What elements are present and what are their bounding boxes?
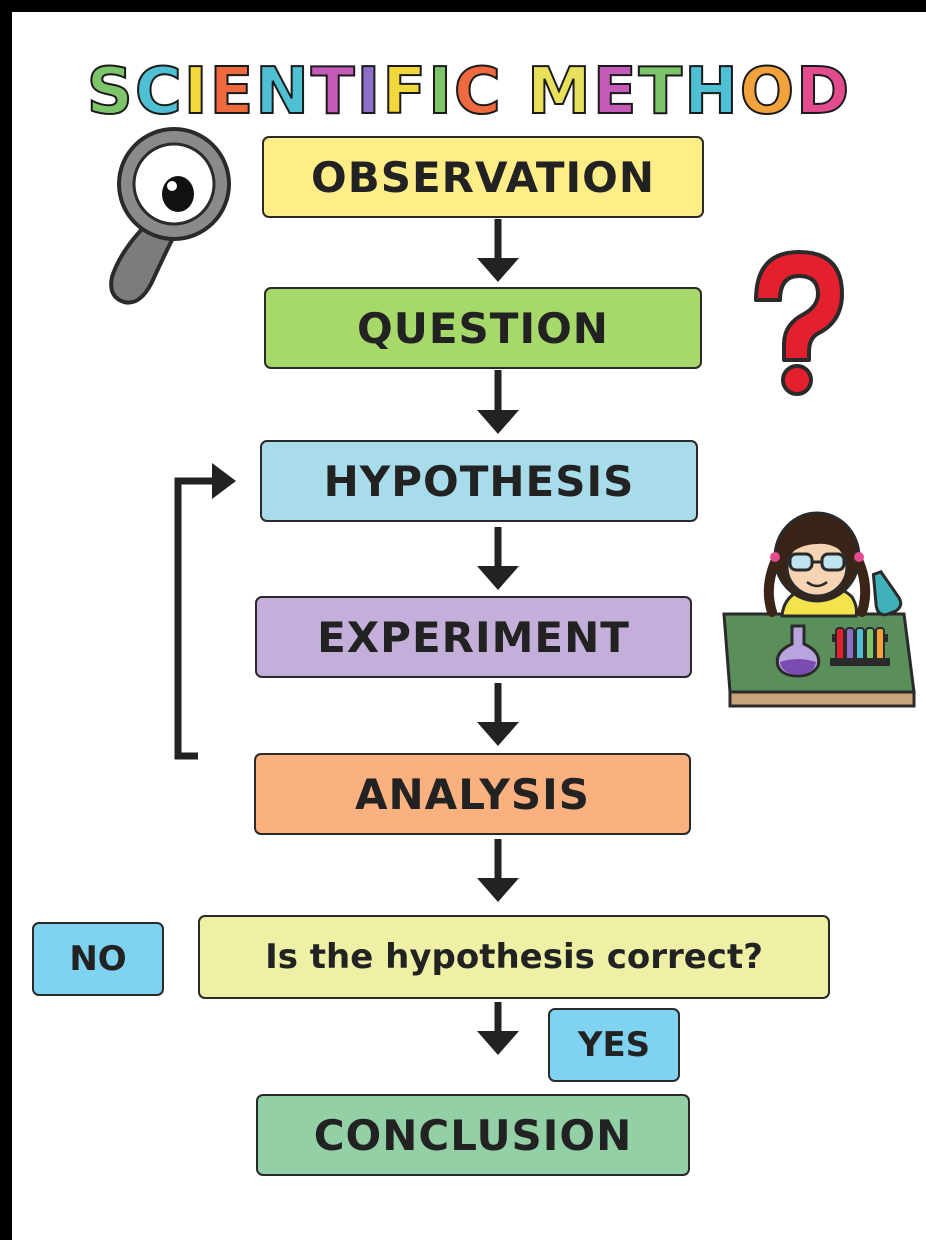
title-letter: M <box>526 54 593 130</box>
title-letter: T <box>638 54 685 130</box>
poster: SCIENTIFIC METHOD <box>12 12 926 1240</box>
title-letter: F <box>381 54 429 130</box>
step-experiment: EXPERIMENT <box>255 596 692 678</box>
title-letter: S <box>86 54 135 130</box>
step-analysis-label: ANALYSIS <box>355 769 590 819</box>
title-letter: E <box>592 54 639 130</box>
yes-label: YES <box>577 1025 651 1065</box>
title-letter: I <box>427 54 454 130</box>
step-conclusion: CONCLUSION <box>256 1094 690 1176</box>
title-letter: H <box>683 54 740 130</box>
title-letter: C <box>453 54 503 130</box>
step-analysis: ANALYSIS <box>254 753 691 835</box>
step-hypothesis: HYPOTHESIS <box>260 440 698 522</box>
decision-question: Is the hypothesis correct? <box>198 915 830 999</box>
step-question-label: QUESTION <box>357 303 609 353</box>
step-hypothesis-label: HYPOTHESIS <box>323 456 635 506</box>
arrow-observation-question <box>477 219 519 282</box>
title-letter: D <box>795 54 852 130</box>
arrow-decision-conclusion <box>477 1002 519 1055</box>
no-label: NO <box>69 939 127 979</box>
title-letter: C <box>134 54 184 130</box>
no-loop-arrow <box>174 463 236 760</box>
arrow-experiment-analysis <box>477 683 519 746</box>
title-letter: O <box>739 54 797 130</box>
decision-question-label: Is the hypothesis correct? <box>265 937 763 977</box>
step-experiment-label: EXPERIMENT <box>317 612 630 662</box>
arrow-hypothesis-experiment <box>477 527 519 590</box>
poster-title: SCIENTIFIC METHOD <box>12 52 926 132</box>
title-letter: N <box>254 54 311 130</box>
title-letter: E <box>209 54 256 130</box>
title-letter: I <box>183 54 210 130</box>
step-question: QUESTION <box>264 287 702 369</box>
step-observation: OBSERVATION <box>262 136 704 218</box>
arrow-question-hypothesis <box>477 370 519 434</box>
step-observation-label: OBSERVATION <box>310 152 656 202</box>
step-conclusion-label: CONCLUSION <box>313 1110 633 1160</box>
no-label-box: NO <box>32 922 164 996</box>
yes-label-box: YES <box>548 1008 680 1082</box>
connector-layer <box>174 219 519 1055</box>
title-letter: I <box>356 54 383 130</box>
arrow-analysis-decision <box>477 839 519 902</box>
title-letter: T <box>310 54 357 130</box>
